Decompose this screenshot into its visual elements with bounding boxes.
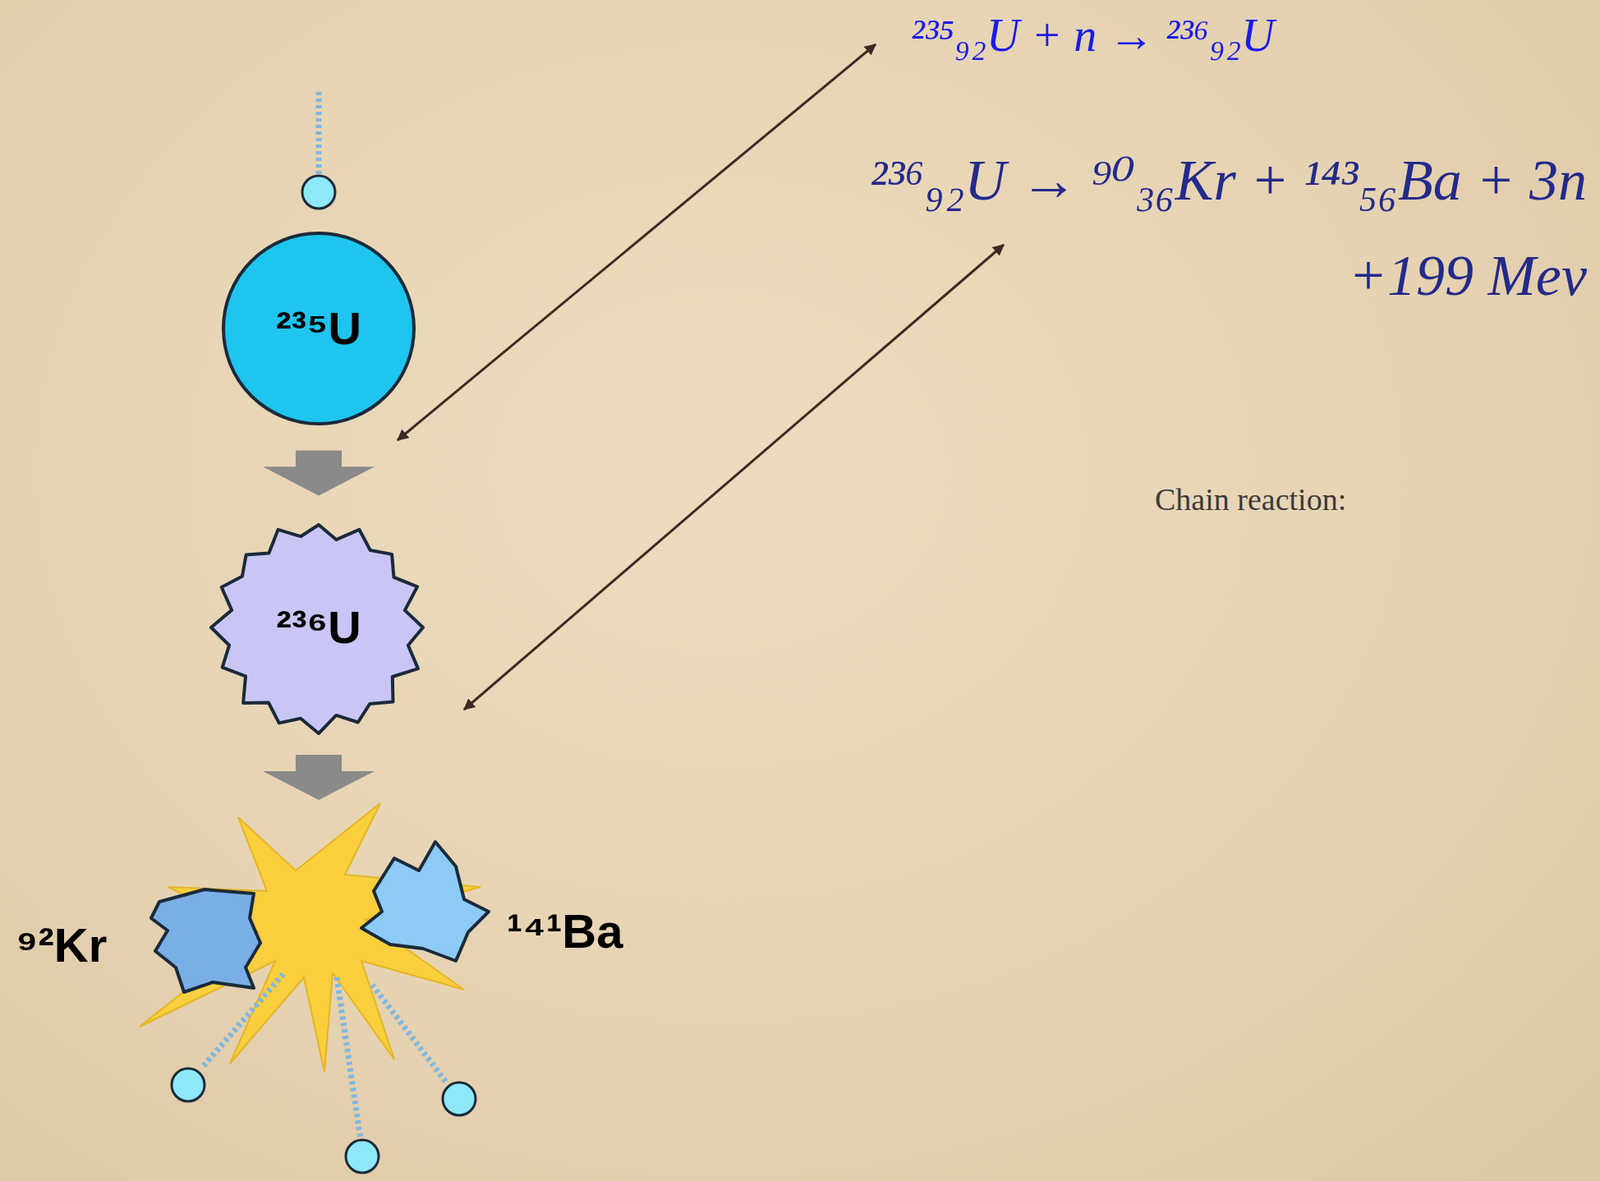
process-arrow (262, 450, 375, 497)
neutron-path (316, 91, 322, 175)
neutron (171, 1068, 205, 1102)
neutron-path (336, 977, 361, 1141)
reaction-equation: ²³⁶₉₂U → ⁹⁰₃₆Kr + ¹⁴³₅₆Ba + 3n (869, 146, 1587, 216)
leader-arrow (464, 244, 1004, 710)
nuclide-label: ¹⁴¹Ba (506, 904, 623, 960)
neutron (442, 1082, 476, 1116)
nuclide-label: ⁹²Kr (15, 918, 107, 974)
reaction-equation: ²³⁵₉₂U + n → ²³⁶₉₂U (910, 8, 1275, 64)
leader-arrow (397, 44, 876, 441)
energy-release: +199 Mev (1348, 241, 1587, 311)
process-arrow (262, 754, 375, 800)
neutron-path (372, 984, 448, 1085)
nucleus-circle-shape (223, 233, 414, 424)
excited-nucleus-shape (211, 524, 423, 734)
fission-fragment-shape (151, 889, 261, 993)
nuclide-label: ²³⁶U (275, 601, 362, 654)
fission-fragment: ⁹²Kr (15, 885, 261, 997)
note-text: Chain reaction: (1154, 481, 1347, 520)
fission-fragment: ¹⁴¹Ba (357, 841, 644, 966)
neutron (345, 1140, 379, 1173)
fission-fragment-shape (361, 841, 489, 961)
nucleus-circle: ²³⁵U (220, 229, 418, 428)
excited-nucleus: ²³⁶U (210, 519, 428, 736)
neutron (302, 175, 336, 209)
nuclide-label: ²³⁵U (275, 302, 362, 355)
